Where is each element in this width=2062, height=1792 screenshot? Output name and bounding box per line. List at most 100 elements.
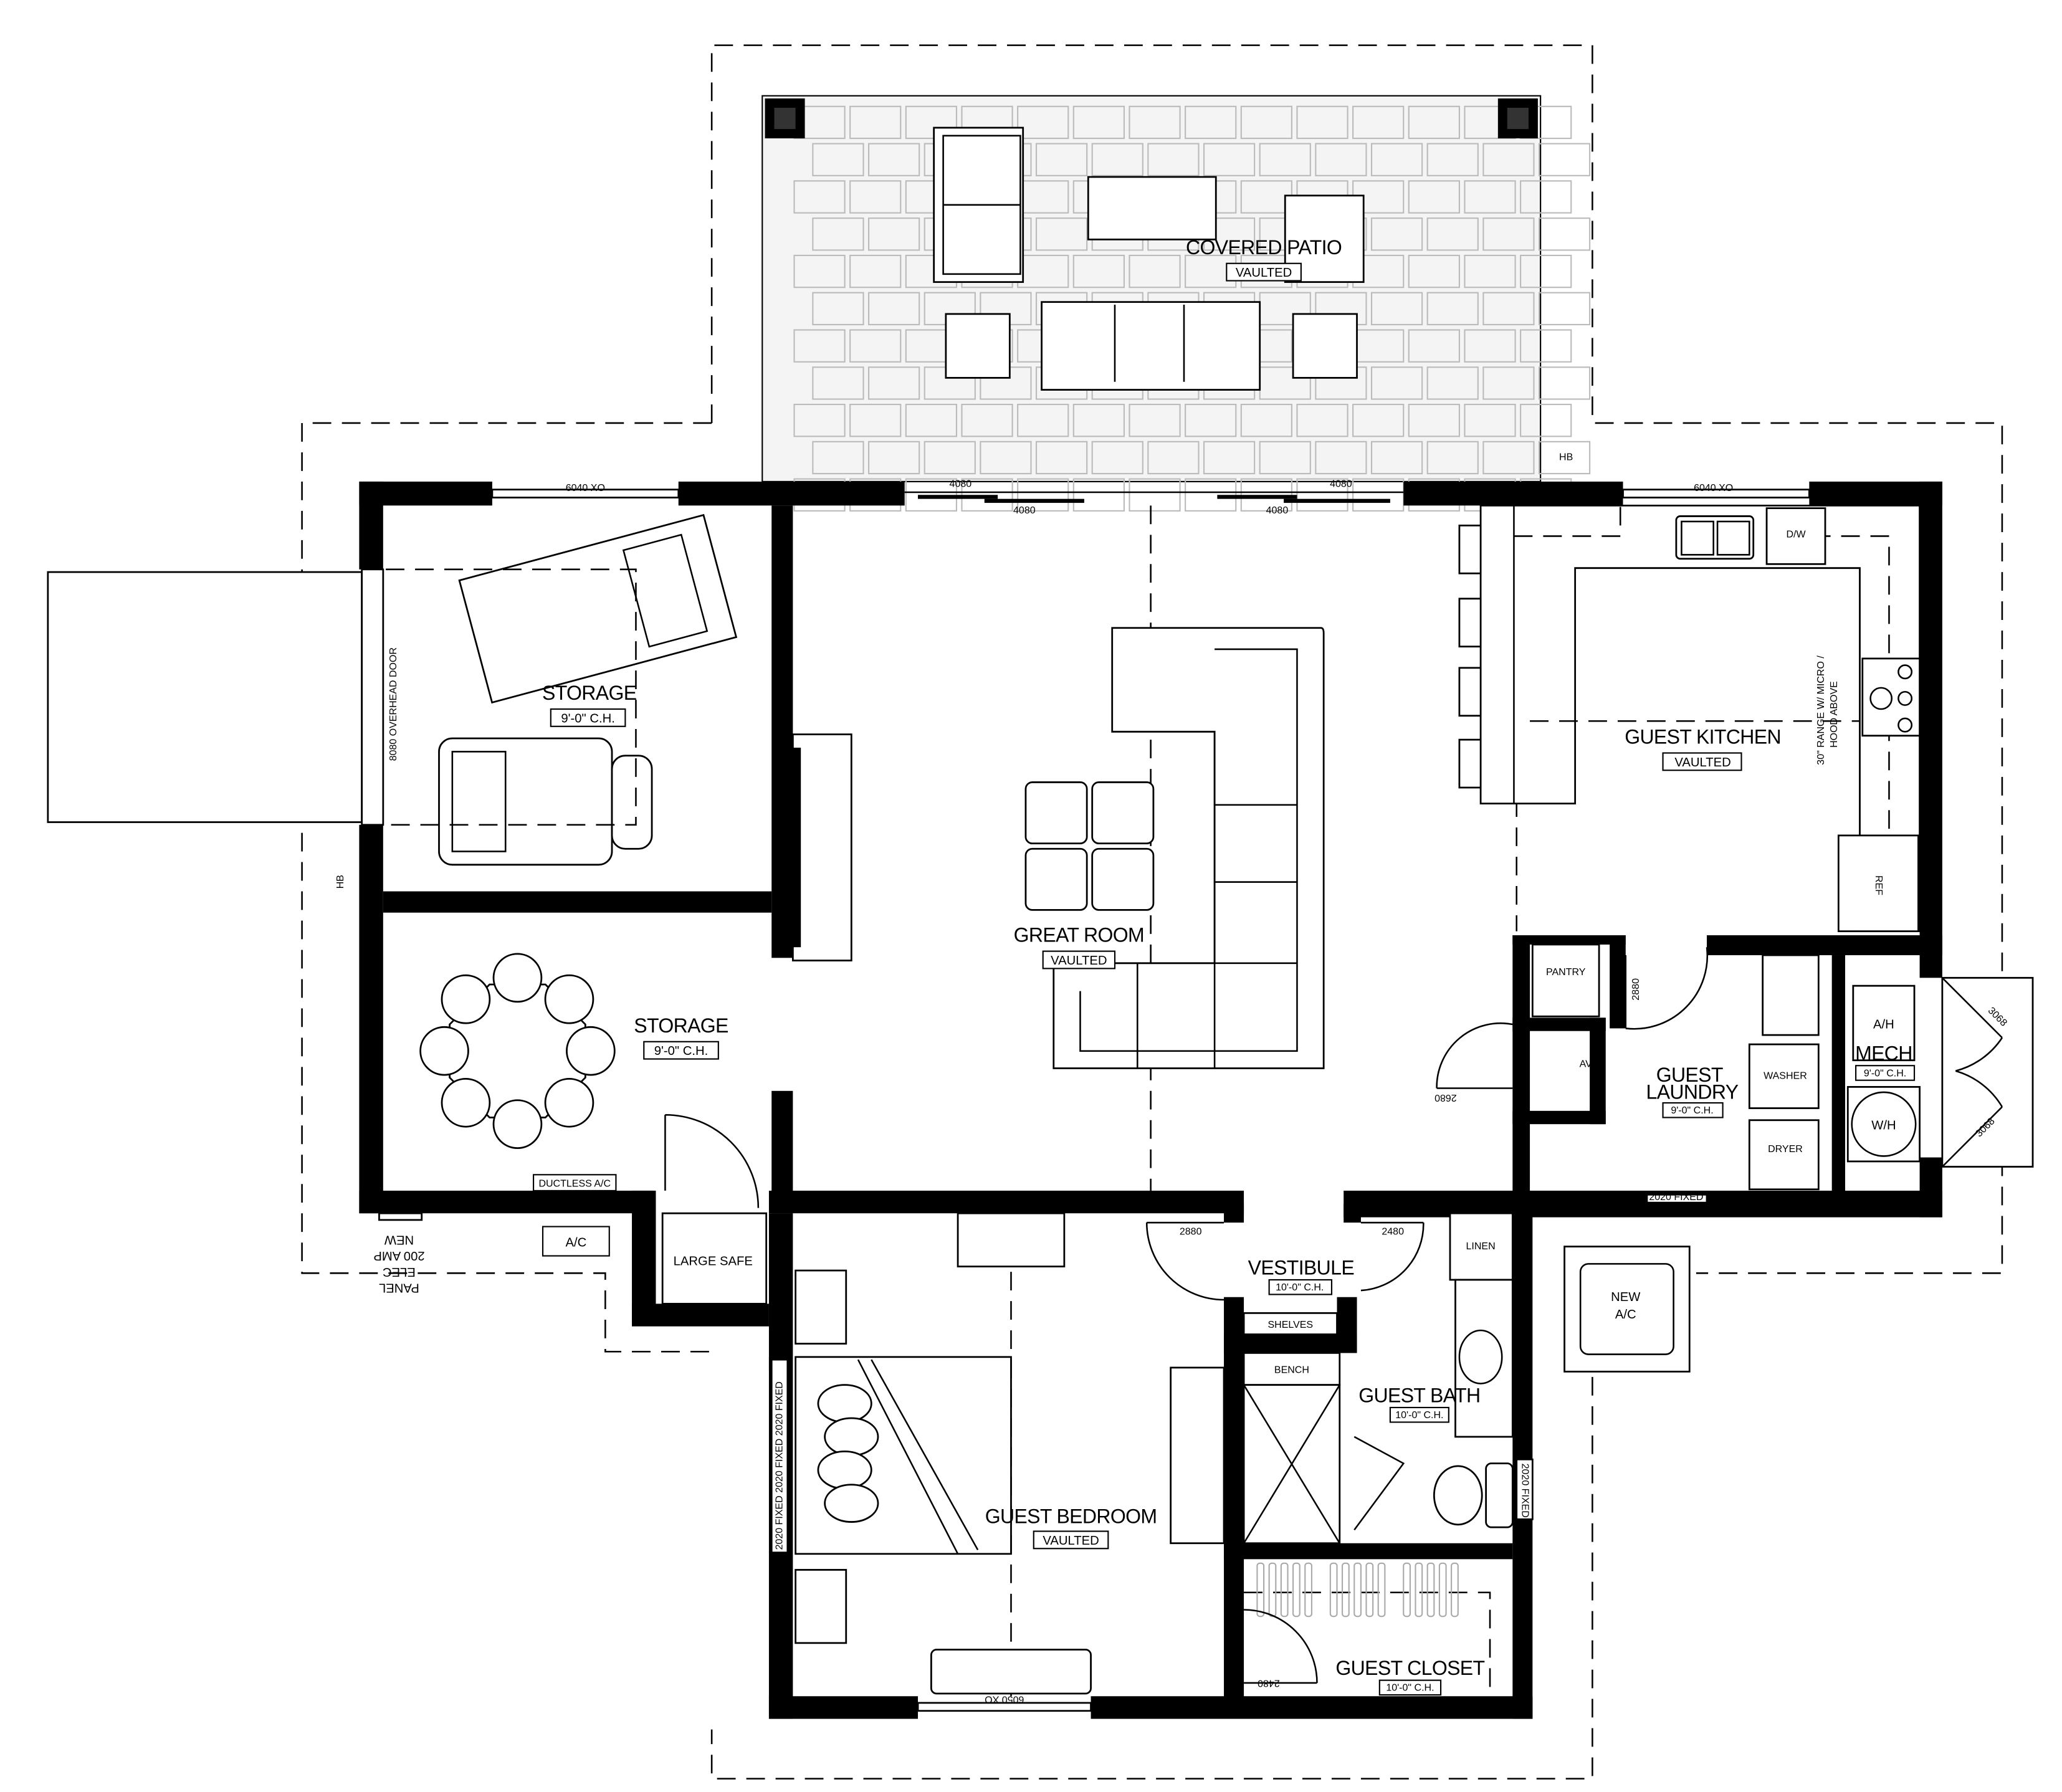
driveway-apron <box>47 571 363 823</box>
door-av[interactable] <box>1436 1022 1513 1089</box>
paver <box>812 441 864 475</box>
svg-text:2020 FIXED: 2020 FIXED <box>1649 1192 1703 1203</box>
svg-text:9'-0" C.H.: 9'-0" C.H. <box>561 712 615 725</box>
paver <box>1017 105 1069 140</box>
electrical-panel-note: PANEL ELEC 200 AMP NEW <box>373 1233 424 1295</box>
boat <box>458 513 738 704</box>
paver <box>1315 441 1367 475</box>
svg-text:2880: 2880 <box>1631 978 1641 1001</box>
paver <box>867 292 920 326</box>
hanger <box>1415 1562 1423 1618</box>
great-room-furniture <box>791 627 1325 1069</box>
stool <box>1458 524 1482 574</box>
svg-text:2020 FIXED 2020 FIXED 2020 F: 2020 FIXED 2020 FIXED 2020 FIXED <box>774 1381 785 1550</box>
refrigerator <box>1837 834 1919 932</box>
dishwasher <box>1765 507 1826 565</box>
paver <box>1538 441 1591 475</box>
svg-text:VAULTED: VAULTED <box>1043 1534 1099 1548</box>
hanger <box>1438 1562 1447 1618</box>
patio-sofa <box>1041 301 1261 391</box>
paver <box>1091 441 1143 475</box>
paver <box>1240 404 1292 437</box>
paver <box>1072 254 1125 288</box>
hanger <box>1353 1562 1362 1618</box>
overhead-door[interactable] <box>361 568 384 826</box>
paver <box>867 143 920 176</box>
room-label-storage-2: STORAGE <box>634 1014 728 1037</box>
bench-end <box>930 1649 1092 1695</box>
paver <box>1296 404 1348 437</box>
paver <box>1296 105 1348 140</box>
paver <box>1035 217 1088 251</box>
patio-vaulted: VAULTED <box>1236 266 1292 280</box>
paver <box>1147 143 1200 176</box>
paver <box>793 254 846 288</box>
water-heater <box>1851 1091 1917 1157</box>
svg-text:4080: 4080 <box>1266 505 1289 516</box>
patio-ottoman <box>945 313 1011 379</box>
paver <box>1352 105 1405 140</box>
tv-console <box>791 733 852 961</box>
av-closet: AV <box>1580 1059 1592 1069</box>
svg-text:WASHER: WASHER <box>1764 1071 1807 1082</box>
hanger <box>1403 1562 1411 1618</box>
paver <box>924 441 976 475</box>
paver <box>1426 441 1479 475</box>
paver <box>1259 441 1311 475</box>
paver <box>812 292 864 326</box>
paver <box>1091 143 1143 176</box>
sink <box>1675 515 1755 560</box>
dining-chair <box>492 1099 543 1149</box>
room-label-storage-1: STORAGE <box>542 682 636 704</box>
walls <box>359 481 1942 1719</box>
paver <box>1538 143 1591 176</box>
hanger <box>1365 1562 1374 1618</box>
paver <box>1370 292 1423 326</box>
hose-bib-kitchen: HB <box>1559 452 1573 463</box>
door-mech[interactable] <box>1941 977 2003 1168</box>
paver <box>1408 105 1460 140</box>
room-label-guest-kitchen: GUEST KITCHEN <box>1625 726 1781 748</box>
paver <box>793 404 846 437</box>
sectional-sofa <box>1052 627 1325 1069</box>
windows: 6040 XO 4080 4080 4080 4080 6040 XO 2020… <box>491 479 1810 1712</box>
door-pantry[interactable] <box>1625 947 1709 1030</box>
hanger <box>1304 1562 1313 1618</box>
paver <box>1482 143 1535 176</box>
svg-text:10'-0" C.H.: 10'-0" C.H. <box>1276 1282 1324 1293</box>
paver <box>961 404 1013 437</box>
svg-text:2680: 2680 <box>1434 1092 1457 1103</box>
paver <box>1482 217 1535 251</box>
large-safe: LARGE SAFE <box>674 1254 753 1268</box>
paver <box>1464 254 1516 288</box>
paver <box>1259 143 1311 176</box>
hanger <box>1268 1562 1277 1618</box>
paver <box>1315 143 1367 176</box>
svg-text:LAUNDRY: LAUNDRY <box>1646 1081 1739 1103</box>
dining-chair <box>441 1077 491 1128</box>
paver <box>1370 366 1423 400</box>
room-label-great-room: GREAT ROOM <box>1014 924 1144 946</box>
hose-bib: HB <box>335 875 346 889</box>
bench: BENCH <box>1274 1365 1309 1375</box>
paver <box>1408 404 1460 437</box>
patio-table <box>1087 176 1217 241</box>
paver <box>1129 105 1181 140</box>
hanger <box>1256 1562 1265 1618</box>
room-label-guest-closet: GUEST CLOSET <box>1335 1657 1484 1679</box>
door-closet[interactable] <box>1244 1609 1318 1684</box>
door-vestibule-left[interactable] <box>1145 1221 1224 1301</box>
paver <box>1370 143 1423 176</box>
paver <box>1352 404 1405 437</box>
media-console <box>1170 1366 1225 1545</box>
door-vestibule-right[interactable] <box>1360 1221 1425 1292</box>
paver <box>1129 478 1181 512</box>
svg-text:DRYER: DRYER <box>1768 1144 1803 1155</box>
svg-text:9'-0" C.H.: 9'-0" C.H. <box>654 1044 709 1058</box>
paver <box>849 404 902 437</box>
dining-chair <box>492 953 543 1003</box>
svg-text:10'-0" C.H.: 10'-0" C.H. <box>1395 1410 1443 1421</box>
paver <box>1482 366 1535 400</box>
room-label-vestibule: VESTIBULE <box>1248 1256 1354 1279</box>
